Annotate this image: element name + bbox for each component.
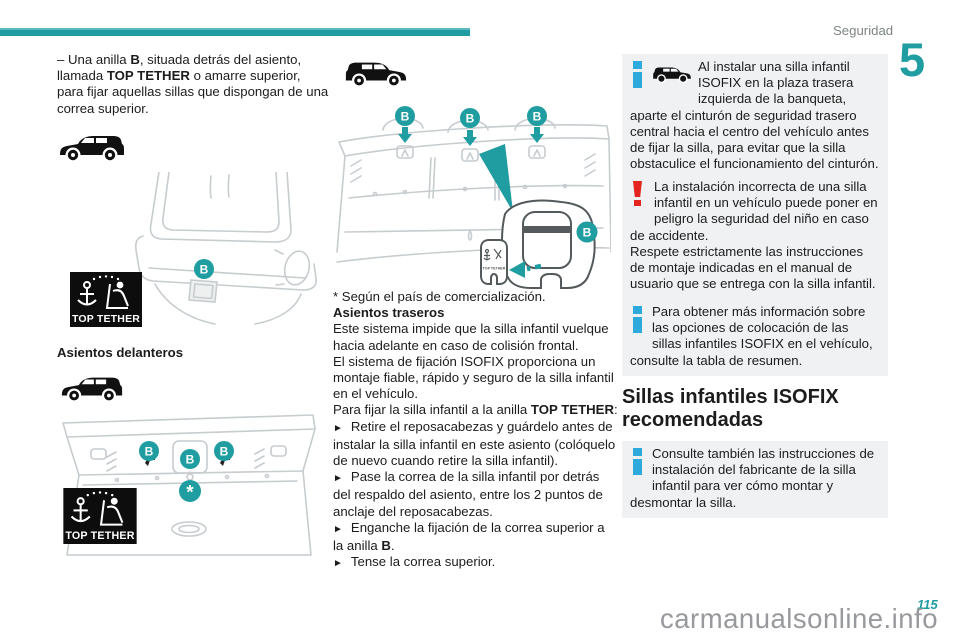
rear-seats-heading: Asientos traseros <box>333 305 445 321</box>
car-silhouette-icon <box>345 62 407 88</box>
svg-text:B: B <box>533 110 542 124</box>
info-icon <box>633 306 644 337</box>
info-text: Al instalar una silla infantil ISOFIX en… <box>630 59 879 172</box>
dashed-arrow <box>526 263 542 272</box>
bullet-arrow-icon: ► <box>333 558 343 570</box>
down-arrow-icon <box>398 127 412 143</box>
top-tether-badge: TOP TETHER <box>63 488 137 544</box>
page-number: 115 <box>917 597 938 612</box>
car-silhouette-icon <box>60 136 124 163</box>
seatback-top-tether-diagram: B <box>134 172 317 325</box>
top-tether-label: TOP TETHER <box>72 313 140 325</box>
svg-text:B: B <box>145 445 154 459</box>
anchor-point-b-marker: B <box>180 449 200 469</box>
list-item: ►Pase la correa de la silla infantil por… <box>333 469 603 519</box>
info-box-summary-table: Para obtener más información sobre las o… <box>622 299 888 376</box>
rear-bench-top-tether-diagram: B B B B <box>336 106 611 289</box>
svg-text:B: B <box>466 112 475 126</box>
bullet-arrow-icon: ► <box>333 473 343 485</box>
bullet-arrow-icon: ► <box>333 422 343 434</box>
info-text: Consulte también las instrucciones de in… <box>630 446 875 510</box>
anchor-point-b-marker: B <box>460 108 480 128</box>
anchor-point-b-marker: B <box>576 221 598 243</box>
svg-text:B: B <box>583 226 592 240</box>
watermark: carmanualsonline.info <box>660 603 939 634</box>
pointer-triangle <box>479 144 513 212</box>
section-heading-recommended-seats: Sillas infantiles ISOFIX recomendadas <box>622 386 839 431</box>
paragraph: Este sistema impide que la silla infanti… <box>333 321 609 353</box>
warning-box-installation: La instalación incorrecta de una silla i… <box>622 174 888 300</box>
car-silhouette-icon <box>61 377 123 403</box>
svg-text:B: B <box>186 453 195 467</box>
svg-text:B: B <box>220 445 229 459</box>
warning-text: Respete estrictamente las instrucciones … <box>630 243 876 292</box>
chapter-divider-bar <box>0 28 470 36</box>
svg-text:*: * <box>186 483 194 504</box>
down-arrow-icon <box>530 127 544 143</box>
down-arrow-icon <box>463 130 477 146</box>
paragraph: Para fijar la silla infantil a la anilla… <box>333 402 618 418</box>
info-icon <box>633 448 644 479</box>
child-seat-icon <box>105 281 129 309</box>
anchor-point-b-marker: B <box>214 441 234 461</box>
asterisk-marker: * <box>179 480 201 504</box>
chapter-label: Seguridad <box>833 23 894 38</box>
car-silhouette-icon <box>653 67 691 84</box>
child-seat-icon <box>99 497 124 526</box>
arrowhead <box>509 261 525 278</box>
list-item: ►Tense la correa superior. <box>333 554 496 570</box>
top-tether-label: TOP TETHER <box>65 530 134 542</box>
svg-text:B: B <box>401 110 410 124</box>
paragraph-top-tether-ring: – Una anilla B, situada detrás del asien… <box>57 52 329 116</box>
anchor-point-b-marker: B <box>139 441 159 461</box>
dotted-arc <box>86 491 114 497</box>
anchor-icon <box>77 281 97 306</box>
bullet-arrow-icon: ► <box>333 523 343 535</box>
anchor-point-b-marker: B <box>527 106 547 126</box>
anchor-icon <box>70 497 91 523</box>
warning-icon <box>633 181 644 212</box>
info-icon <box>633 61 644 92</box>
anchor-hook-glyph <box>396 145 414 159</box>
front-seats-heading: Asientos delanteros <box>57 345 184 360</box>
list-item: ►Enganche la fijación de la correa super… <box>333 519 605 554</box>
list-item: ►Retire el reposacabezas y guárdelo ante… <box>333 418 616 469</box>
chapter-number: 5 <box>899 33 926 86</box>
top-tether-mini-badge: TOP TETHER <box>480 239 508 285</box>
rear-seats-text-block: * Según el país de comercialización. Asi… <box>333 289 618 572</box>
info-text: Para obtener más información sobre las o… <box>630 304 873 368</box>
svg-text:B: B <box>200 263 209 277</box>
warning-text: La instalación incorrecta de una silla i… <box>630 179 878 243</box>
svg-text:TOP TETHER: TOP TETHER <box>483 267 506 271</box>
anchor-point-b-marker: B <box>194 259 214 279</box>
anchor-hook-glyph <box>461 148 479 162</box>
country-note: * Según el país de comercialización. <box>333 289 546 304</box>
child-seat-inset: B <box>501 199 598 289</box>
info-box-manufacturer-instructions: Consulte también las instrucciones de in… <box>622 441 888 518</box>
top-tether-badge: TOP TETHER <box>70 272 142 327</box>
anchor-point-b-marker: B <box>395 106 415 126</box>
anchor-hook-glyph <box>528 145 546 159</box>
paragraph: El sistema de fijación ISOFIX proporcion… <box>333 353 614 402</box>
info-box-isofix-install: Al instalar una silla infantil ISOFIX en… <box>622 54 888 180</box>
dotted-arc <box>92 275 120 281</box>
